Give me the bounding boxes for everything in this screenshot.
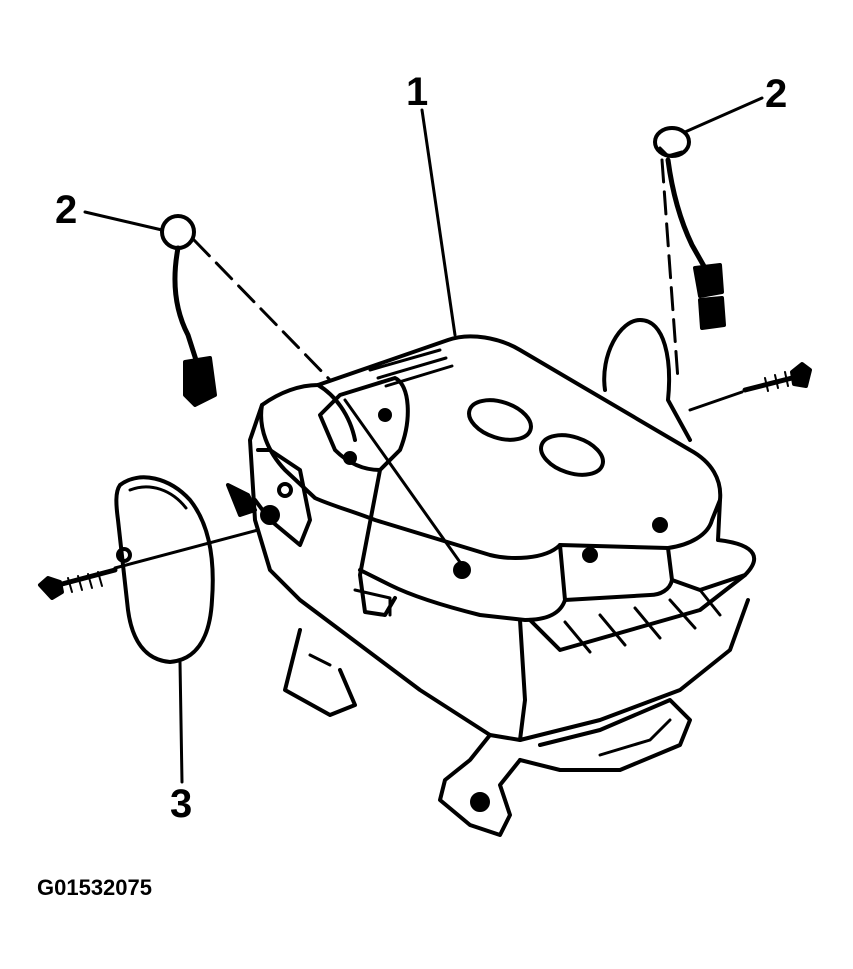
callout-2-right: 2: [765, 72, 788, 116]
callout-2-left: 2: [55, 188, 78, 232]
seat-heater-sensor-icon: [160, 214, 217, 407]
callout-1: 1: [406, 70, 429, 114]
leader-lines: [83, 96, 764, 784]
screw-icon: [38, 567, 118, 600]
seat-cushion-icon: [226, 318, 756, 837]
seat-heater-sensor-icon: [653, 126, 726, 330]
figure-id: G01532075: [37, 875, 152, 900]
screw-icon: [742, 362, 812, 393]
side-cover-panel-icon: [114, 475, 215, 664]
callout-3: 3: [170, 782, 193, 826]
